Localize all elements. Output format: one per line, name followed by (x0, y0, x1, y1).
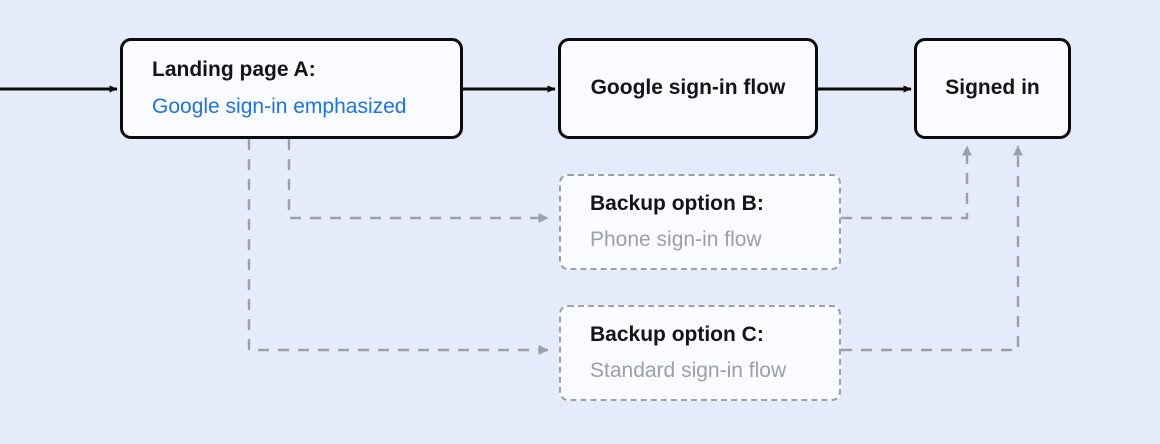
node-signed-in-title: Signed in (945, 76, 1040, 100)
node-landing-page-a-title: Landing page A: (152, 58, 316, 82)
edge-backup-b-to-signed-in (841, 145, 972, 220)
edge-landing-to-backup-c (247, 139, 549, 355)
node-signed-in[interactable]: Signed in (914, 38, 1071, 139)
node-backup-option-b[interactable]: Backup option B: Phone sign-in flow (559, 174, 841, 270)
node-backup-option-b-subtitle: Phone sign-in flow (590, 228, 762, 251)
node-google-sign-in-flow-title: Google sign-in flow (590, 76, 786, 100)
node-google-sign-in-flow[interactable]: Google sign-in flow (558, 38, 818, 139)
node-backup-option-c-subtitle: Standard sign-in flow (590, 359, 787, 382)
node-backup-option-c[interactable]: Backup option C: Standard sign-in flow (559, 305, 841, 401)
node-landing-page-a[interactable]: Landing page A: Google sign-in emphasize… (120, 38, 463, 139)
edge-backup-c-to-signed-in (841, 145, 1023, 352)
node-backup-option-c-title: Backup option C: (590, 322, 764, 346)
node-backup-option-b-title: Backup option B: (590, 191, 764, 215)
edge-landing-to-backup-b (287, 139, 549, 223)
node-landing-page-a-subtitle: Google sign-in emphasized (152, 94, 407, 118)
